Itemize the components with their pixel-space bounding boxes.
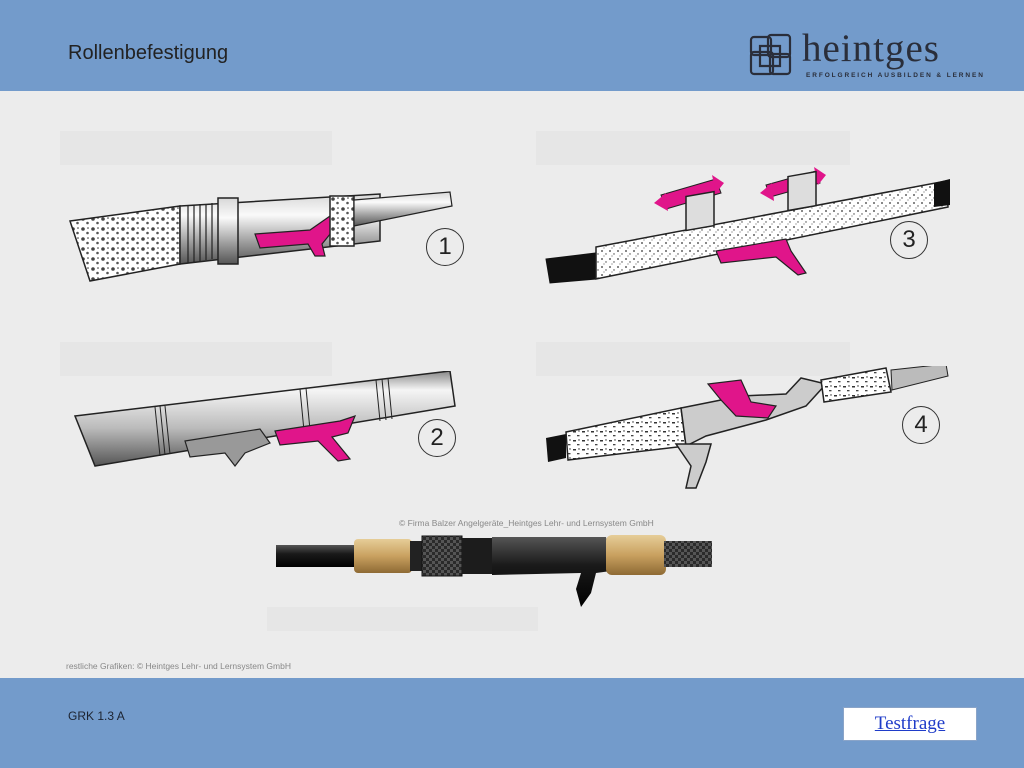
caption-placeholder xyxy=(267,607,538,631)
logo-tagline: ERFOLGREICH AUSBILDEN & LERNEN xyxy=(806,72,985,79)
caption-placeholder xyxy=(536,131,850,165)
page-title: Rollenbefestigung xyxy=(68,42,229,64)
figure-1-screw-reel-seat: 1 xyxy=(60,186,480,296)
header-bar: Rollenbefestigung heintges ERFOLGREICH A… xyxy=(0,0,1024,91)
heintges-logo: heintges ERFOLGREICH AUSBILDEN & LERNEN xyxy=(748,27,983,80)
graphics-credit: restliche Grafiken: © Heintges Lehr- und… xyxy=(66,661,291,671)
figure-number-badge: 2 xyxy=(418,419,456,457)
figure-number-badge: 1 xyxy=(426,228,464,266)
footer-bar: GRK 1.3 A Testfrage xyxy=(0,678,1024,768)
photo-credit: © Firma Balzer Angelgeräte_Heintges Lehr… xyxy=(399,518,654,528)
caption-placeholder xyxy=(60,342,332,376)
course-code: GRK 1.3 A xyxy=(68,709,125,723)
figure-number-badge: 4 xyxy=(902,406,940,444)
test-question-button[interactable]: Testfrage xyxy=(843,707,977,741)
logo-wordmark: heintges xyxy=(802,27,940,70)
figure-2-clamp-reel-seat: 2 xyxy=(60,371,480,481)
figure-number-badge: 3 xyxy=(890,221,928,259)
caption-placeholder xyxy=(536,342,850,376)
figure-4-trigger-reel-seat: 4 xyxy=(536,366,976,496)
figure-3-ring-reel-seat: 3 xyxy=(536,161,976,296)
logo-mark-icon xyxy=(749,33,792,76)
caption-placeholder xyxy=(60,131,332,165)
content-area: 1 3 xyxy=(0,91,1024,719)
figure-5-casting-handle-photo: 5 xyxy=(276,531,736,719)
